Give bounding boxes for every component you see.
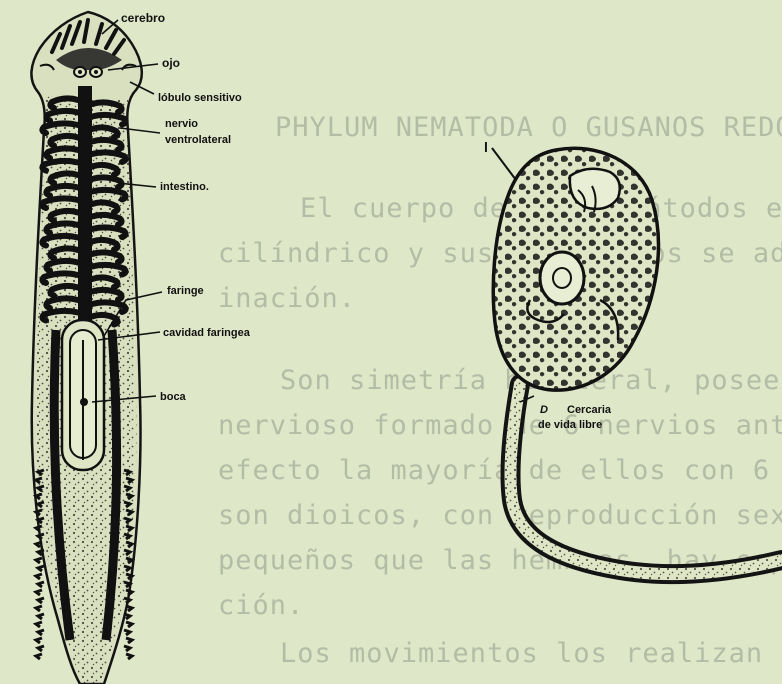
- posterior-branch: [36, 558, 42, 563]
- posterior-branch: [126, 638, 132, 643]
- label-cavidad-faringea: cavidad faringea: [163, 326, 250, 340]
- posterior-branch: [38, 598, 44, 603]
- caption-letter: D: [540, 403, 548, 417]
- ventral-sucker: [540, 252, 584, 304]
- posterior-branch: [36, 574, 42, 579]
- posterior-branch: [36, 654, 42, 659]
- label-faringe: faringe: [167, 284, 204, 298]
- posterior-branch: [38, 582, 44, 587]
- posterior-branch: [36, 606, 42, 611]
- posterior-branch: [124, 630, 130, 635]
- posterior-branch: [36, 590, 42, 595]
- posterior-branch: [38, 566, 44, 571]
- posterior-branch: [36, 622, 42, 627]
- label-ojo: ojo: [162, 56, 180, 70]
- label-boca: boca: [160, 390, 186, 404]
- posterior-branch: [126, 622, 132, 627]
- pharynx: [62, 320, 104, 470]
- posterior-branch: [126, 654, 132, 659]
- posterior-branch: [124, 646, 130, 651]
- cercaria-figure: [492, 148, 782, 574]
- posterior-branch: [38, 614, 44, 619]
- posterior-branch: [38, 646, 44, 651]
- label-nervio: nervio: [165, 117, 198, 131]
- caption-cercaria: Cercaria: [567, 403, 611, 417]
- posterior-branch: [38, 630, 44, 635]
- label-lobulo-sensitivo: lóbulo sensitivo: [158, 91, 242, 105]
- label-cerebro: cerebro: [121, 11, 165, 25]
- label-intestino: intestino.: [160, 180, 209, 194]
- label-ventrolateral: ventrolateral: [165, 133, 231, 147]
- caption-vida-libre: de vida libre: [538, 418, 602, 432]
- label-pointer: l: [484, 140, 488, 154]
- mouth: [80, 398, 88, 406]
- planarian-figure: [31, 12, 141, 684]
- posterior-branch: [36, 638, 42, 643]
